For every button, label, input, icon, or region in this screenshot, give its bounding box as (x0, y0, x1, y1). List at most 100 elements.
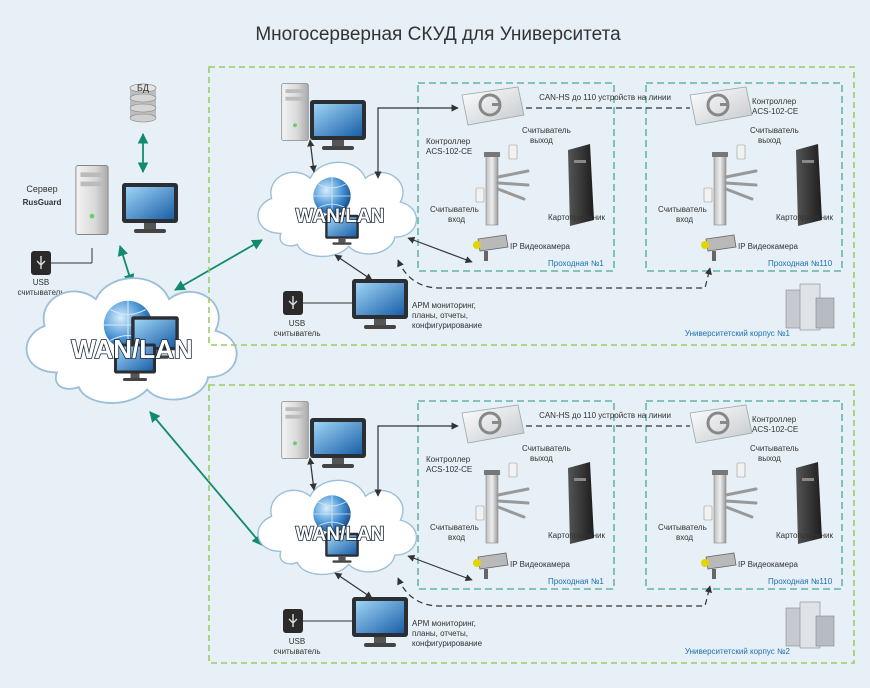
b1-arm-label-3: конфигурирование (412, 321, 483, 330)
b2-cp1-card-reader-label: Картоприёмник (548, 531, 605, 540)
b1-cp1-reader-entry-label-1: Считыватель (430, 205, 479, 214)
wan-building2-link (149, 411, 263, 546)
b1-cp1-name: Проходная №1 (548, 259, 604, 268)
central-wan-label: WAN/LAN (71, 334, 192, 364)
b2-campus-icon (785, 601, 835, 649)
page-title: Многосерверная СКУД для Университета (255, 24, 621, 45)
b2-cp1-turnstile-icon (482, 468, 530, 545)
b2-cp2-reader-exit-label-1: Считыватель (750, 444, 799, 453)
b2-arm-monitor-icon (352, 597, 408, 647)
b1-usb-icon (282, 290, 304, 316)
b2-cp2-name: Проходная №110 (768, 577, 833, 586)
b2-cp2-reader-exit-label-2: выход (758, 454, 781, 463)
b2-cp2-reader-entry-label-2: вход (676, 533, 693, 542)
b1-cp1-reader-entry-label-2: вход (448, 215, 465, 224)
b1-wan-label: WAN/LAN (296, 206, 385, 227)
b1-usb-label-2: считыватель (274, 329, 321, 338)
b1-arm-label-1: АРМ мониторинг, (412, 301, 476, 310)
b2-cp2-controller-label-2: ACS-102-CE (752, 425, 798, 434)
b2-cp1-reader-entry-label-2: вход (448, 533, 465, 542)
b2-usb-label-1: USB (289, 637, 305, 646)
b2-cp1-reader-exit-label-1: Считыватель (522, 444, 571, 453)
b1-cp1-camera-label: IP Видеокамера (510, 242, 571, 251)
b1-cp1-reader-exit-icon (508, 144, 518, 160)
server-label: Сервер (26, 184, 57, 194)
b2-arm-label-3: конфигурирование (412, 639, 483, 648)
b2-cp2-camera-label: IP Видеокамера (738, 560, 799, 569)
b1-cp2-controller-label-1: Контроллер (752, 97, 797, 106)
b1-cp2-controller-icon (688, 85, 754, 127)
wan-building1-link (174, 239, 263, 291)
b2-workstation-monitor-icon (310, 418, 366, 468)
b1-cp2-card-reader-label: Картоприёмник (776, 213, 833, 222)
server-usb-icon (30, 250, 52, 276)
b1-cp1-reader-exit-label-2: выход (530, 136, 553, 145)
b1-cp1-controller-label-2: ACS-102-CE (426, 147, 472, 156)
b2-cp1-camera-icon (472, 552, 509, 580)
b1-cp1-controller-icon (460, 85, 526, 127)
building-1-checkpoint-2-border (645, 82, 843, 272)
server-usb-label-1: USB (33, 278, 49, 287)
b1-cp2-controller-label-2: ACS-102-CE (752, 107, 798, 116)
b1-cp2-reader-entry-label-1: Считыватель (658, 205, 707, 214)
server-tower-icon (75, 164, 109, 236)
b1-cp1-camera-icon (472, 234, 509, 262)
b1-caption: Университетский корпус №1 (685, 329, 791, 338)
rusguard-logo: RusGuard (23, 198, 62, 207)
b1-cp2-reader-exit-label-2: выход (758, 136, 781, 145)
b2-arm-label-1: АРМ мониторинг, (412, 619, 476, 628)
b2-cp1-camera-label: IP Видеокамера (510, 560, 571, 569)
b1-cp2-reader-entry-icon (703, 187, 713, 203)
b1-can-label: CAN-HS до 110 устройств на линии (539, 93, 671, 102)
b2-usb-icon (282, 608, 304, 634)
db-label: БД (137, 83, 149, 93)
building-2-checkpoint-2-border (645, 400, 843, 590)
b2-cp2-controller-icon (688, 403, 754, 445)
building-1-border (208, 66, 855, 346)
b2-cp2-camera-icon (700, 552, 737, 580)
b1-campus-icon (785, 283, 835, 331)
b1-cp2-reader-exit-label-1: Считыватель (750, 126, 799, 135)
b2-cp2-reader-exit-icon (736, 462, 746, 478)
b1-workstation-tower-icon (281, 83, 309, 141)
b2-cp1-reader-entry-icon (475, 505, 485, 521)
b1-cp1-controller-label-1: Контроллер (426, 137, 471, 146)
b2-cp2-reader-entry-label-1: Считыватель (658, 523, 707, 532)
b2-cp1-controller-label-2: ACS-102-CE (426, 465, 472, 474)
b2-caption: Университетский корпус №2 (685, 647, 791, 656)
b2-arm-label-2: планы, отчеты, (412, 629, 468, 638)
b1-cp2-name: Проходная №110 (768, 259, 833, 268)
b2-cp1-reader-exit-icon (508, 462, 518, 478)
b1-arm-label-2: планы, отчеты, (412, 311, 468, 320)
b2-cp2-turnstile-icon (710, 468, 758, 545)
b2-cp1-controller-label-1: Контроллер (426, 455, 471, 464)
b2-wan-label: WAN/LAN (296, 524, 385, 545)
server-monitor-icon (122, 183, 178, 233)
b2-cp1-reader-exit-label-2: выход (530, 454, 553, 463)
b2-cp2-card-reader-label: Картоприёмник (776, 531, 833, 540)
b2-cp1-name: Проходная №1 (548, 577, 604, 586)
building-2: WAN/LAN USB считыватель АРМ мониторинг, … (208, 384, 855, 664)
b1-cp1-card-reader-label: Картоприёмник (548, 213, 605, 222)
b2-cp2-reader-entry-icon (703, 505, 713, 521)
b1-cp2-camera-label: IP Видеокамера (738, 242, 799, 251)
server-usb-label-2: считыватель (18, 288, 65, 297)
b2-usb-label-2: считыватель (274, 647, 321, 656)
b1-cp2-reader-entry-label-2: вход (676, 215, 693, 224)
b1-cp2-camera-icon (700, 234, 737, 262)
b1-cp1-reader-entry-icon (475, 187, 485, 203)
b2-cp2-controller-label-1: Контроллер (752, 415, 797, 424)
b2-workstation-tower-icon (281, 401, 309, 459)
b2-cp1-reader-entry-label-1: Считыватель (430, 523, 479, 532)
b1-usb-label-1: USB (289, 319, 305, 328)
building-2-border (208, 384, 855, 664)
building-1: WAN/LAN USB считыватель АРМ мониторинг, … (208, 66, 855, 346)
b2-can-label: CAN-HS до 110 устройств на линии (539, 411, 671, 420)
b1-arm-monitor-icon (352, 279, 408, 329)
b1-cp2-reader-exit-icon (736, 144, 746, 160)
b2-cp1-controller-icon (460, 403, 526, 445)
b1-cp1-turnstile-icon (482, 150, 530, 227)
b1-cp2-turnstile-icon (710, 150, 758, 227)
